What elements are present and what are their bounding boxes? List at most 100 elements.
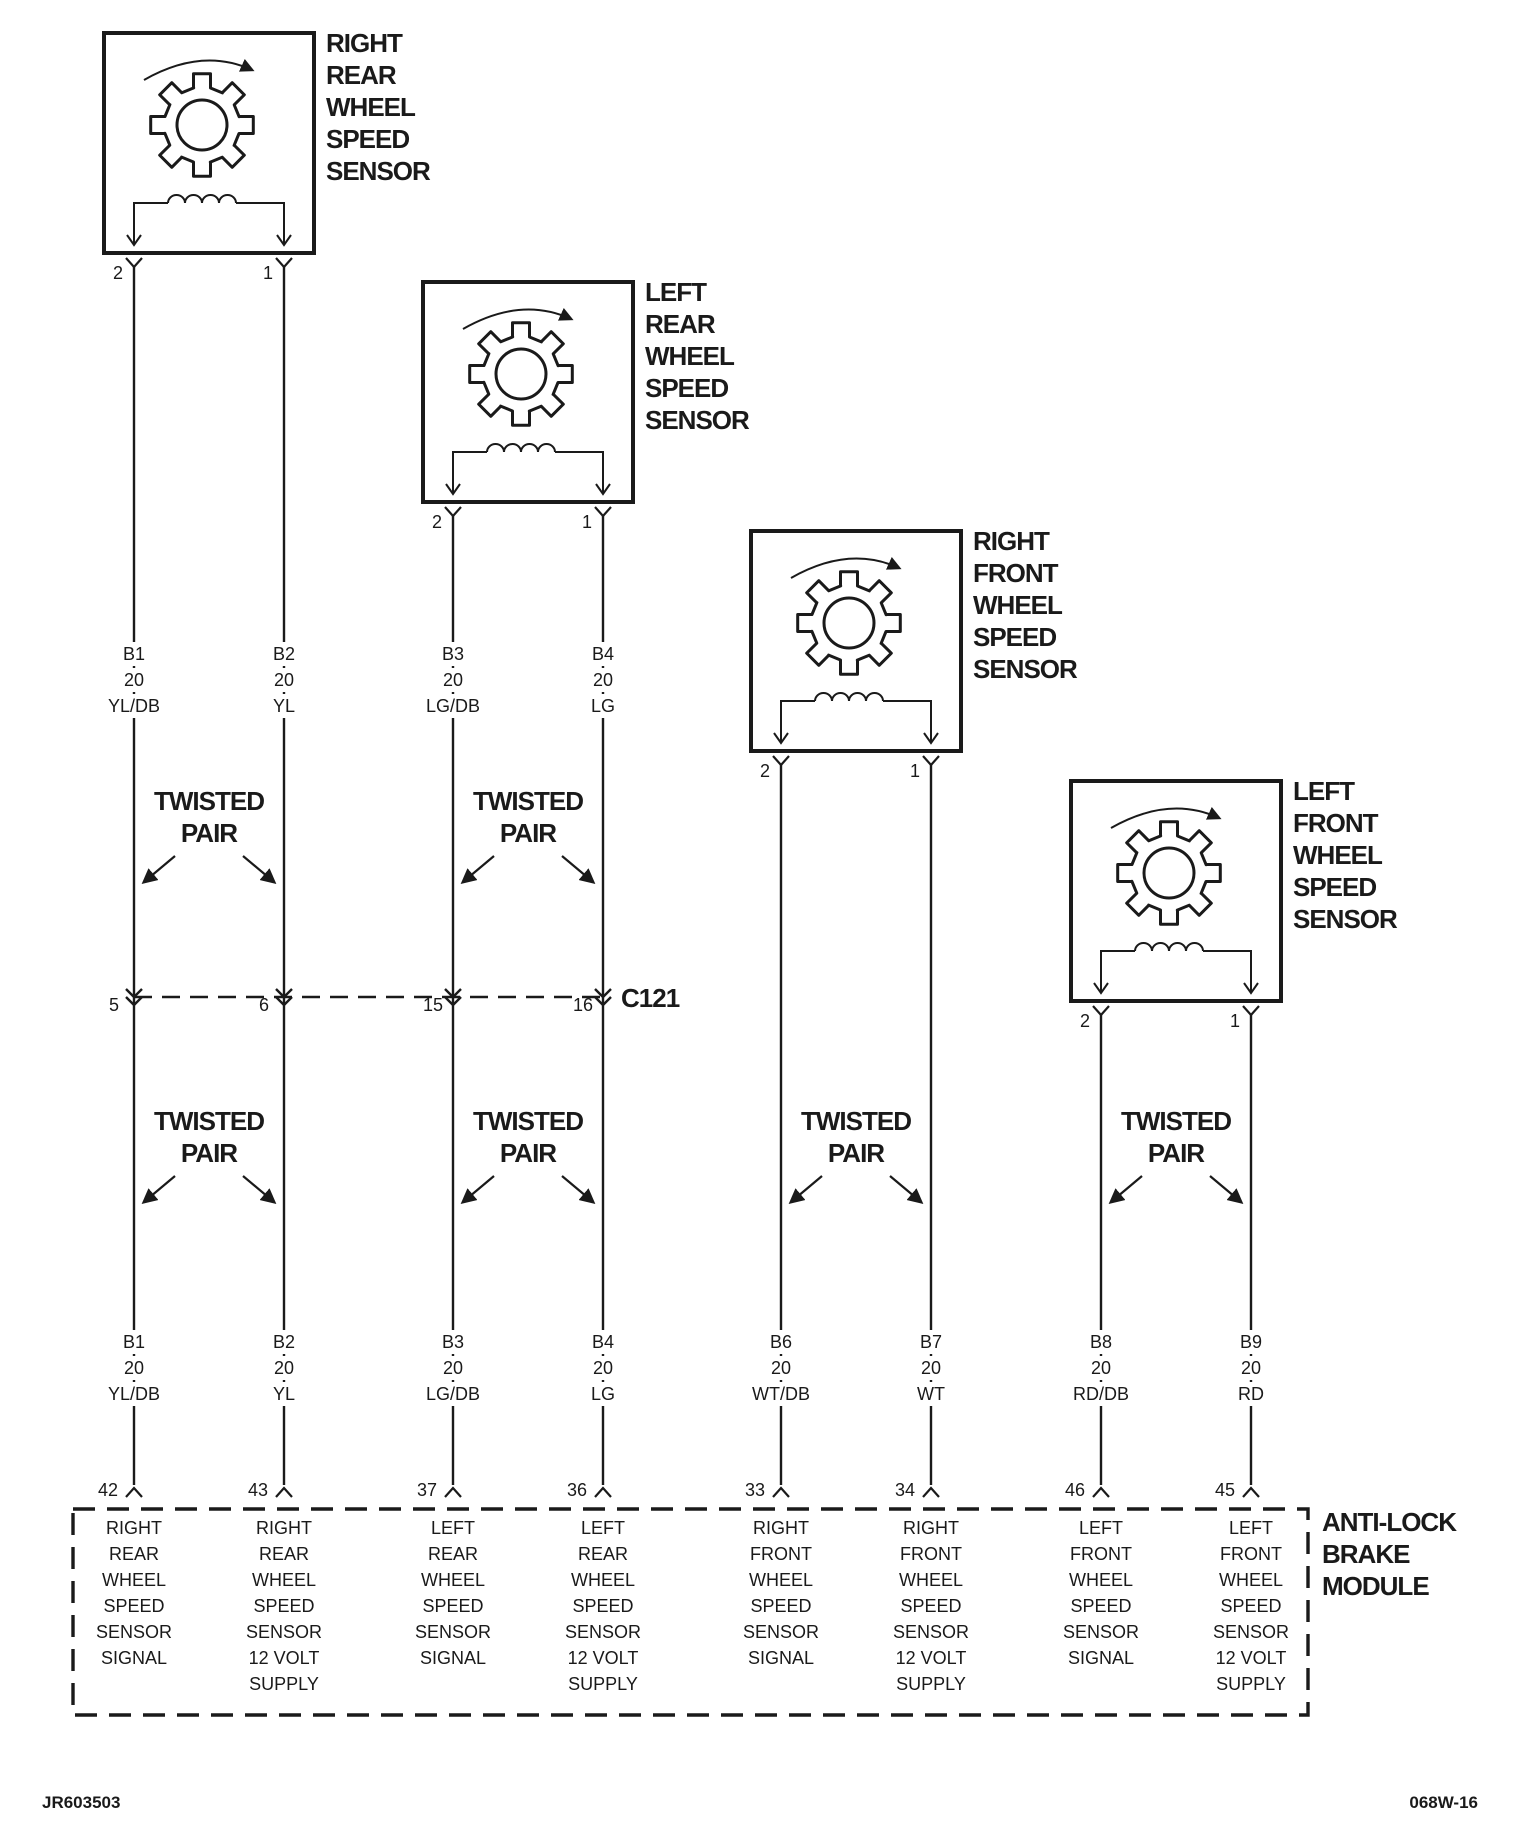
module-terminal-function: WHEEL bbox=[571, 1570, 635, 1590]
twisted-pair-text: TWISTED bbox=[154, 1106, 264, 1136]
lower-wire-color: LG/DB bbox=[426, 1384, 480, 1404]
terminal-chevron-icon bbox=[922, 755, 940, 767]
upper-wire-circuit: B1 bbox=[123, 644, 145, 664]
upper-wire-color: YL bbox=[273, 696, 295, 716]
upper-wire-color: LG/DB bbox=[426, 696, 480, 716]
module-terminal-function: 12 VOLT bbox=[249, 1648, 320, 1668]
module-terminal-function: WHEEL bbox=[899, 1570, 963, 1590]
sensor-pin-label: 2 bbox=[432, 512, 442, 532]
sensor-title-line: SPEED bbox=[973, 622, 1056, 652]
module-terminal-function: RIGHT bbox=[903, 1518, 959, 1538]
label-mask bbox=[1063, 1356, 1139, 1380]
module-pin-label: 45 bbox=[1215, 1480, 1235, 1500]
module-terminal-function: SUPPLY bbox=[568, 1674, 638, 1694]
upper-wire-gauge: 20 bbox=[124, 670, 144, 690]
coil-lead-right bbox=[236, 202, 285, 245]
module-terminal-function: FRONT bbox=[1220, 1544, 1282, 1564]
gear-hub-icon bbox=[494, 347, 548, 401]
sensor-pin-label: 1 bbox=[910, 761, 920, 781]
lower-wire-circuit: B7 bbox=[920, 1332, 942, 1352]
terminal-chevron-icon bbox=[594, 506, 612, 518]
module-pin-label: 46 bbox=[1065, 1480, 1085, 1500]
label-mask bbox=[743, 1382, 819, 1406]
lead-arrow-icon bbox=[773, 732, 789, 745]
connector-chevron-icon bbox=[275, 996, 293, 1007]
sensor-title-line: REAR bbox=[645, 309, 716, 339]
sensor-title-line: FRONT bbox=[973, 558, 1059, 588]
label-mask bbox=[246, 1356, 322, 1380]
module-terminal-function: RIGHT bbox=[106, 1518, 162, 1538]
label-mask bbox=[565, 642, 641, 666]
twisted-pair-text: TWISTED bbox=[801, 1106, 911, 1136]
lower-wire-circuit: B9 bbox=[1240, 1332, 1262, 1352]
label-mask bbox=[415, 1356, 491, 1380]
connector-chevron-icon bbox=[444, 988, 462, 999]
twisted-pair-text: PAIR bbox=[828, 1138, 885, 1168]
sensor-title-line: SENSOR bbox=[973, 654, 1078, 684]
sensor-title-line: SENSOR bbox=[645, 405, 750, 435]
sensor-title-line: WHEEL bbox=[1293, 840, 1383, 870]
module-title-line: ANTI-LOCK bbox=[1322, 1507, 1457, 1537]
sensor-pin-label: 2 bbox=[113, 263, 123, 283]
module-pin-label: 36 bbox=[567, 1480, 587, 1500]
module-terminal-chevron-icon bbox=[125, 1486, 143, 1498]
lower-wire-gauge: 20 bbox=[771, 1358, 791, 1378]
lower-wire-color: WT/DB bbox=[752, 1384, 810, 1404]
sensor-title-line: RIGHT bbox=[326, 28, 403, 58]
sensor-title-line: FRONT bbox=[1293, 808, 1379, 838]
module-dashed-outline bbox=[71, 1507, 1310, 1717]
module-terminal-chevron-icon bbox=[1242, 1486, 1260, 1498]
module-terminal-function: SIGNAL bbox=[101, 1648, 167, 1668]
label-mask bbox=[96, 668, 172, 692]
lead-arrow-icon bbox=[595, 483, 611, 496]
lower-wire-color: YL bbox=[273, 1384, 295, 1404]
sensor-title-line: LEFT bbox=[1293, 776, 1355, 806]
label-mask bbox=[565, 694, 641, 718]
module-terminal-function: RIGHT bbox=[256, 1518, 312, 1538]
sensor-title-line: WHEEL bbox=[645, 341, 735, 371]
twisted-pair-text: TWISTED bbox=[473, 786, 583, 816]
module-terminal-function: WHEEL bbox=[1069, 1570, 1133, 1590]
sensor-pin-label: 2 bbox=[760, 761, 770, 781]
module-pin-label: 42 bbox=[98, 1480, 118, 1500]
upper-wire-circuit: B2 bbox=[273, 644, 295, 664]
lower-wire-color: RD bbox=[1238, 1384, 1264, 1404]
label-mask bbox=[893, 1330, 969, 1354]
module-terminal-function: WHEEL bbox=[252, 1570, 316, 1590]
twisted-pair-arrow bbox=[1108, 1175, 1143, 1204]
module-terminal-function: SENSOR bbox=[565, 1622, 641, 1642]
sensor-pin-label: 1 bbox=[582, 512, 592, 532]
lead-arrow-icon bbox=[276, 234, 292, 247]
coil-lead-left bbox=[1100, 950, 1135, 993]
connector-chevron-icon bbox=[594, 996, 612, 1007]
module-terminal-function: WHEEL bbox=[421, 1570, 485, 1590]
module-terminal-function: SENSOR bbox=[246, 1622, 322, 1642]
twisted-pair-arrow bbox=[141, 1175, 176, 1204]
lower-wire-gauge: 20 bbox=[1091, 1358, 1111, 1378]
label-mask bbox=[743, 1330, 819, 1354]
coil-icon bbox=[167, 194, 237, 204]
module-terminal-function: SENSOR bbox=[1063, 1622, 1139, 1642]
lower-wire-gauge: 20 bbox=[1241, 1358, 1261, 1378]
sensor-title-line: SENSOR bbox=[1293, 904, 1398, 934]
label-mask bbox=[565, 668, 641, 692]
wires-layer: B120YL/DBB220YLB320LG/DBB420LGB120YL/DBB… bbox=[96, 267, 1289, 1485]
connector-pin-label: 6 bbox=[259, 995, 269, 1015]
lower-wire-gauge: 20 bbox=[124, 1358, 144, 1378]
twisted-pair-arrow bbox=[460, 855, 495, 884]
twisted-pair-text: PAIR bbox=[500, 1138, 557, 1168]
module-pin-label: 34 bbox=[895, 1480, 915, 1500]
sensor-title-line: WHEEL bbox=[326, 92, 416, 122]
connector-chevron-icon bbox=[125, 996, 143, 1007]
lower-wire-circuit: B3 bbox=[442, 1332, 464, 1352]
label-mask bbox=[415, 668, 491, 692]
connector-pin-label: 16 bbox=[573, 995, 593, 1015]
